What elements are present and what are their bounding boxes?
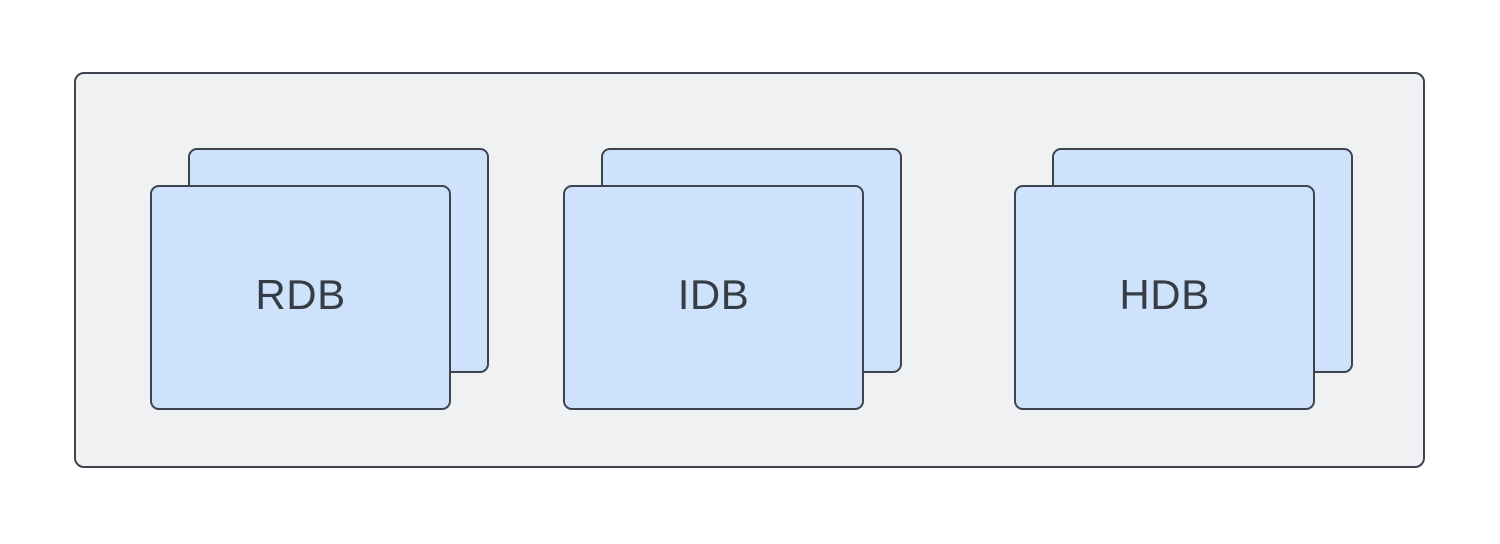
hdb-label: HDB bbox=[1119, 270, 1210, 318]
idb-label: IDB bbox=[677, 270, 750, 318]
node-group-rdb: RDB bbox=[150, 148, 489, 410]
database-group-container: RDB IDB HDB bbox=[74, 72, 1425, 468]
node-group-hdb: HDB bbox=[1014, 148, 1353, 410]
hdb-front-card: HDB bbox=[1014, 185, 1315, 410]
rdb-label: RDB bbox=[255, 270, 346, 318]
node-group-idb: IDB bbox=[563, 148, 902, 410]
idb-front-card: IDB bbox=[563, 185, 864, 410]
rdb-front-card: RDB bbox=[150, 185, 451, 410]
